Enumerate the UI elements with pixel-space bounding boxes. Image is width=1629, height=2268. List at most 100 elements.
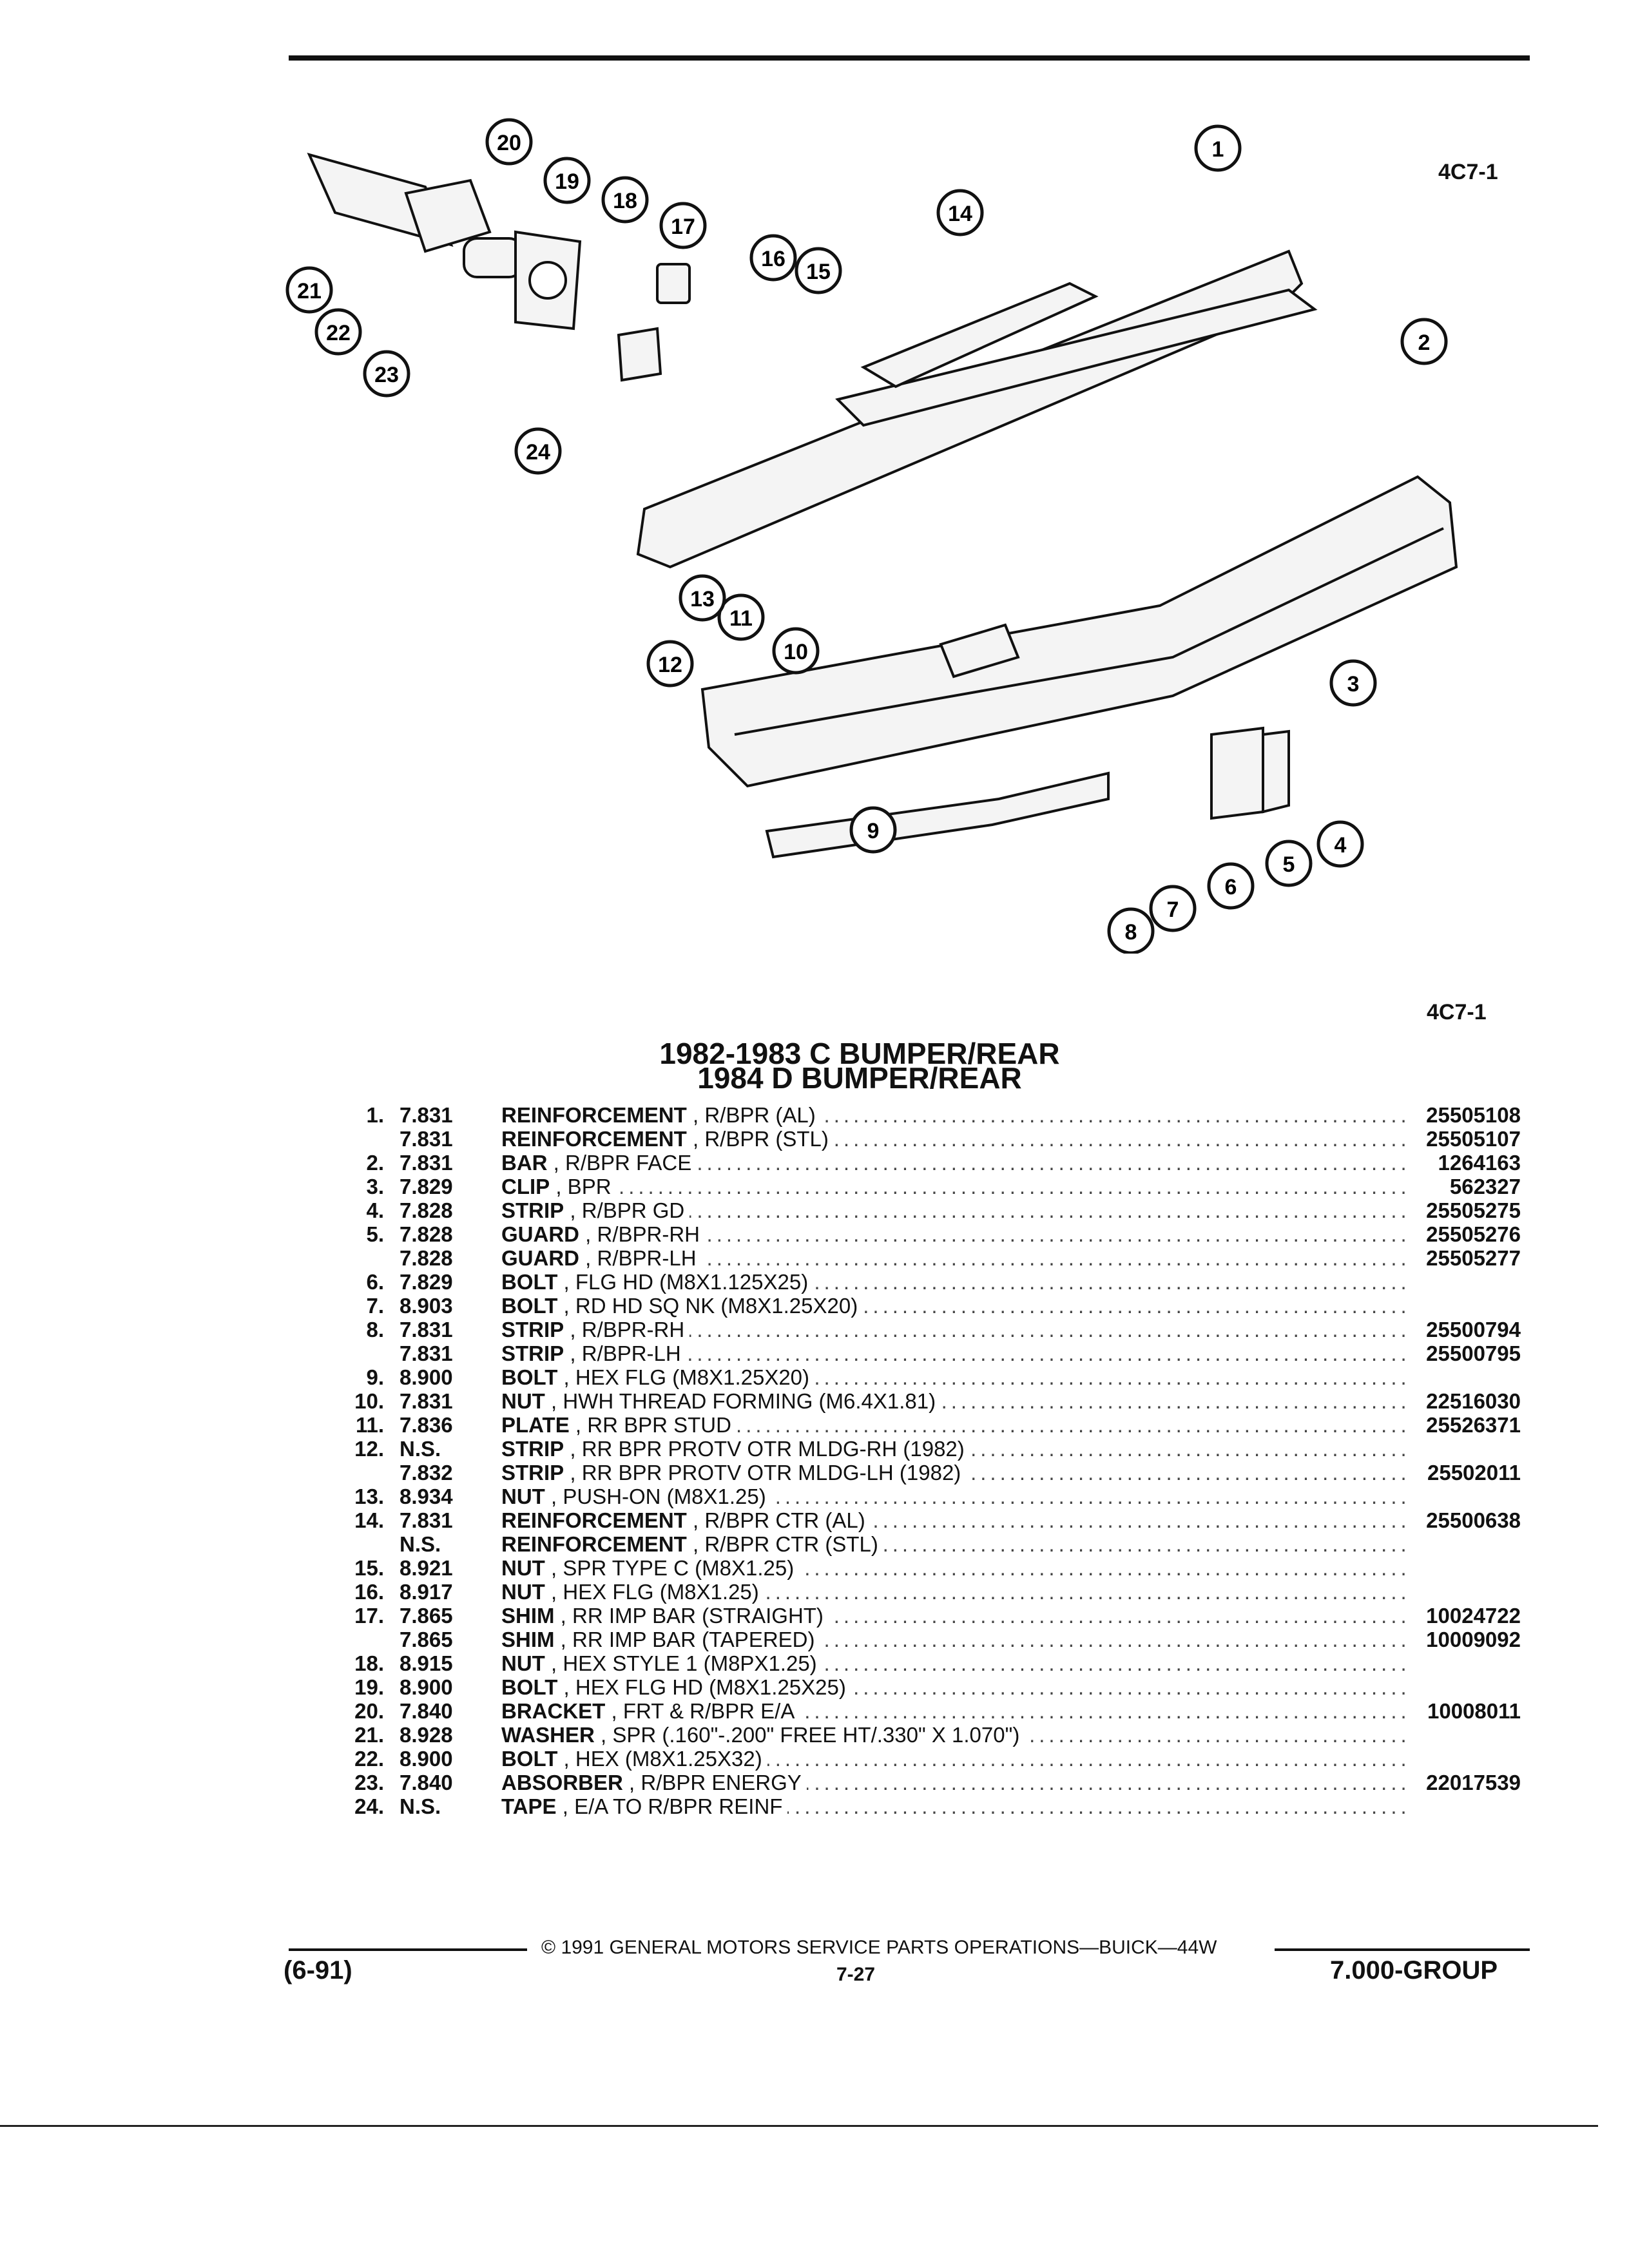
group-number: 8.903 <box>400 1294 453 1318</box>
part-desc: , RR IMP BAR (STRAIGHT) <box>560 1604 824 1628</box>
figure-code-bottom: 4C7-1 <box>1427 1000 1487 1024</box>
group-number: 7.828 <box>400 1222 453 1246</box>
parts-row: 16.8.917................................… <box>335 1580 1521 1604</box>
callout-22: 22 <box>314 308 362 356</box>
group-number: 7.831 <box>400 1127 453 1151</box>
group-number: 7.836 <box>400 1413 453 1437</box>
callout-15: 15 <box>795 247 842 294</box>
part-description: REINFORCEMENT , R/BPR CTR (AL) <box>501 1508 871 1532</box>
ref-number: 7. <box>366 1294 384 1318</box>
callout-13: 13 <box>679 574 726 622</box>
part-description: STRIP , RR BPR PROTV OTR MLDG-RH (1982) <box>501 1437 970 1461</box>
part-desc: , R/BPR GD <box>570 1198 685 1222</box>
parts-row: 3.7.829.................................… <box>335 1175 1521 1198</box>
group-number: 8.934 <box>400 1485 453 1508</box>
part-desc: , BPR <box>555 1175 612 1198</box>
part-description: BOLT , HEX FLG HD (M8X1.25X25) <box>501 1675 851 1699</box>
part-desc: , RR BPR PROTV OTR MLDG-RH (1982) <box>570 1437 965 1461</box>
part-description: BRACKET , FRT & R/BPR E/A <box>501 1699 800 1723</box>
callout-9: 9 <box>849 806 897 854</box>
ref-number: 9. <box>366 1365 384 1389</box>
parts-row: 7.831...................................… <box>335 1341 1521 1365</box>
part-description: WASHER , SPR (.160"-.200" FREE HT/.330" … <box>501 1723 1025 1747</box>
parts-row: 6.7.829.................................… <box>335 1270 1521 1294</box>
part-name: BOLT <box>501 1675 558 1699</box>
group-number: N.S. <box>400 1437 441 1461</box>
svg-text:6: 6 <box>1225 875 1237 899</box>
revision-date: (6-91) <box>284 1956 352 1984</box>
ref-number: 5. <box>366 1222 384 1246</box>
parts-row: N.S.....................................… <box>335 1532 1521 1556</box>
part-description: BOLT , HEX (M8X1.25X32) <box>501 1747 767 1771</box>
part-name: BOLT <box>501 1270 558 1294</box>
part-number: 10024722 <box>1422 1604 1521 1628</box>
part-description: REINFORCEMENT , R/BPR (STL) <box>501 1127 834 1151</box>
callout-14: 14 <box>936 189 984 236</box>
ref-number: 3. <box>366 1175 384 1198</box>
group-number: 8.900 <box>400 1365 453 1389</box>
svg-text:12: 12 <box>658 653 682 677</box>
svg-text:19: 19 <box>555 169 579 194</box>
part-desc: , E/A TO R/BPR REINF <box>562 1794 783 1818</box>
part-name: REINFORCEMENT <box>501 1127 687 1151</box>
svg-text:3: 3 <box>1347 672 1360 697</box>
svg-text:24: 24 <box>526 440 550 465</box>
ref-number: 24. <box>354 1794 384 1818</box>
svg-text:17: 17 <box>671 215 695 239</box>
group-number: 7.828 <box>400 1198 453 1222</box>
group-number: 7.831 <box>400 1508 453 1532</box>
part-description: BOLT , RD HD SQ NK (M8X1.25X20) <box>501 1294 863 1318</box>
part-desc: , RR IMP BAR (TAPERED) <box>560 1628 815 1651</box>
title-line-2: 1984 D BUMPER/REAR <box>697 1061 1022 1095</box>
part-desc: , R/BPR-RH <box>585 1222 700 1246</box>
part-desc: , FLG HD (M8X1.125X25) <box>563 1270 809 1294</box>
group-number: N.S. <box>400 1532 441 1556</box>
part-number: 10008011 <box>1423 1699 1521 1723</box>
svg-text:16: 16 <box>761 247 786 271</box>
part-description: REINFORCEMENT , R/BPR CTR (STL) <box>501 1532 883 1556</box>
part-number: 22516030 <box>1422 1389 1521 1413</box>
part-name: GUARD <box>501 1222 579 1246</box>
group-number: 7.831 <box>400 1151 453 1175</box>
group-number: 7.831 <box>400 1103 453 1127</box>
part-desc: , RR BPR STUD <box>575 1413 731 1437</box>
part-desc: , R/BPR CTR (AL) <box>693 1508 865 1532</box>
ref-number: 12. <box>354 1437 384 1461</box>
parts-row: 7.828...................................… <box>335 1246 1521 1270</box>
footer-rule-right <box>1275 1948 1530 1951</box>
part-description: STRIP , R/BPR-RH <box>501 1318 690 1341</box>
part-name: BOLT <box>501 1747 558 1771</box>
ref-number: 6. <box>366 1270 384 1294</box>
callout-19: 19 <box>543 157 591 204</box>
group-number: N.S. <box>400 1794 441 1818</box>
part-desc: , HWH THREAD FORMING (M6.4X1.81) <box>551 1389 936 1413</box>
parts-row: 21.8.928................................… <box>335 1723 1521 1747</box>
parts-row: 22.8.900................................… <box>335 1747 1521 1771</box>
ref-number: 18. <box>354 1651 384 1675</box>
parts-row: 13.8.934................................… <box>335 1485 1521 1508</box>
part-description: BAR , R/BPR FACE <box>501 1151 697 1175</box>
parts-row: 2.7.831.................................… <box>335 1151 1521 1175</box>
part-desc: , RD HD SQ NK (M8X1.25X20) <box>563 1294 858 1318</box>
parts-row: 7.865...................................… <box>335 1628 1521 1651</box>
part-description: NUT , SPR TYPE C (M8X1.25) <box>501 1556 800 1580</box>
parts-row: 17.7.865................................… <box>335 1604 1521 1628</box>
callout-7: 7 <box>1149 885 1197 932</box>
svg-text:13: 13 <box>690 587 715 611</box>
part-name: STRIP <box>501 1198 564 1222</box>
part-number: 25505107 <box>1422 1127 1521 1151</box>
part-description: NUT , PUSH-ON (M8X1.25) <box>501 1485 771 1508</box>
parts-row: 9.8.900.................................… <box>335 1365 1521 1389</box>
callout-5: 5 <box>1265 840 1313 887</box>
parts-row: 15.8.921................................… <box>335 1556 1521 1580</box>
part-number: 25526371 <box>1422 1413 1521 1437</box>
title-line-1: 1982-1983 C BUMPER/REAR <box>659 1037 1060 1070</box>
part-number: 25505108 <box>1422 1103 1521 1127</box>
ref-number: 14. <box>354 1508 384 1532</box>
callout-4: 4 <box>1316 820 1364 868</box>
ref-number: 13. <box>354 1485 384 1508</box>
group-number: 7.832 <box>400 1461 453 1485</box>
parts-row: 7.8.903.................................… <box>335 1294 1521 1318</box>
callout-18: 18 <box>601 176 649 224</box>
part-desc: , R/BPR-LH <box>570 1341 681 1365</box>
